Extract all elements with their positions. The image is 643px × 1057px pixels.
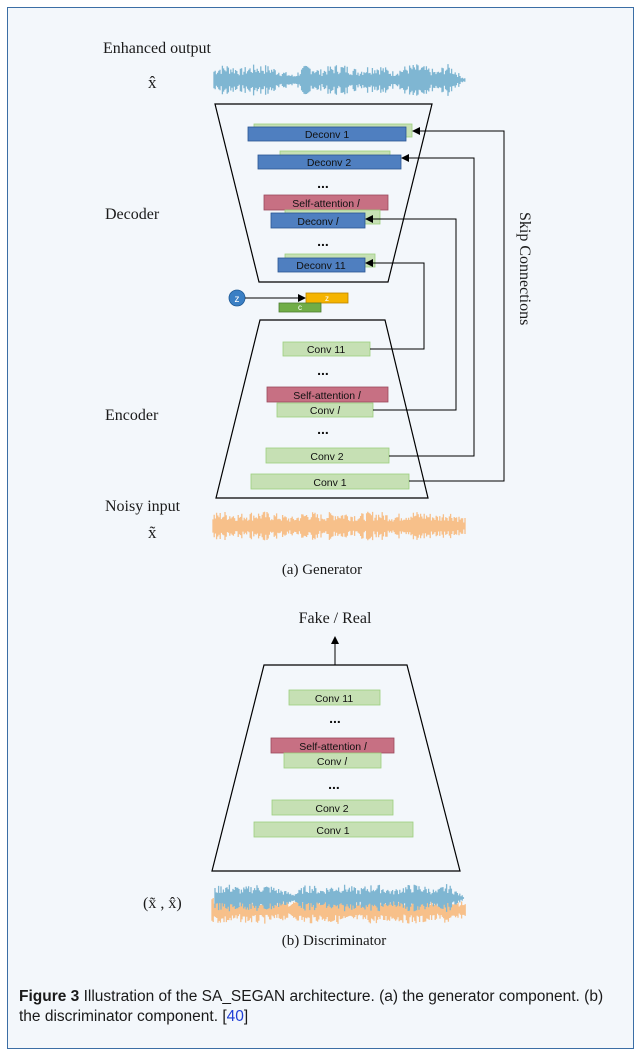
disc-clean-waveform [214, 884, 465, 912]
deconv-11-label: Deconv 11 [296, 260, 346, 272]
disc-input-label: (x̃ , x̂) [143, 895, 182, 912]
conv-11-block: Conv 11 [282, 341, 371, 357]
conv-1-label: Conv 1 [313, 477, 346, 489]
decoder-ellipsis-2: ... [317, 233, 329, 249]
disc-self-attention-block: Self-attention 𝑙 [270, 737, 395, 754]
figure-label: Figure 3 [19, 988, 80, 1005]
encoder-trapezoid [215, 319, 429, 499]
disc-conv-11-label: Conv 11 [315, 693, 353, 705]
waveform-trace [212, 511, 466, 541]
decoder-ellipsis-1: ... [317, 175, 329, 191]
disc-ellipsis-1: ... [329, 710, 341, 726]
disc-conv-l-block: Conv 𝑙 [283, 752, 382, 769]
figure-caption: Figure 3 Illustration of the SA_SEGAN ar… [19, 987, 624, 1027]
discriminator-trapezoid [211, 664, 461, 872]
deconv-1-label: Deconv 1 [305, 129, 350, 141]
latent-z-block: z [305, 292, 349, 304]
conv-l-block: Conv 𝑙 [276, 402, 374, 418]
latent-z-label: z [325, 294, 329, 303]
conv-1-block: Conv 1 [250, 473, 410, 490]
waveform-trace [214, 884, 465, 912]
enhanced-waveform [213, 64, 466, 96]
conv-2-block: Conv 2 [265, 447, 390, 464]
deconv-2-block: Deconv 2 [257, 150, 402, 170]
latent-c-block: c [278, 302, 322, 313]
skip-connection-1 [409, 127, 505, 482]
caption-text: Illustration of the SA_SEGAN architectur… [19, 988, 604, 1025]
conv-2-label: Conv 2 [310, 451, 343, 463]
disc-conv-2-label: Conv 2 [315, 803, 348, 815]
disc-conv-11-block: Conv 11 [288, 689, 381, 706]
fake-real-label: Fake / Real [299, 610, 372, 627]
noisy-waveform [212, 511, 466, 541]
encoder-ellipsis-1: ... [317, 362, 329, 378]
z-node-label: z [235, 294, 240, 305]
decoder-self-attention-block: Self-attention 𝑙 [263, 194, 389, 211]
deconv-11-block: Deconv 11 [277, 253, 376, 273]
skip-connections-label: Skip Connections [516, 212, 533, 325]
latent-c-label: c [298, 303, 302, 312]
citation-link[interactable]: 40 [226, 1008, 244, 1025]
generator-subcaption: (a) Generator [282, 562, 362, 578]
skip-connection-l [365, 215, 457, 411]
noisy-input-symbol: x̃ [148, 523, 157, 542]
conv-l-label: Conv 𝑙 [310, 405, 340, 417]
encoder-self-attention-block: Self-attention 𝑙 [266, 386, 389, 403]
deconv-2-label: Deconv 2 [307, 157, 352, 169]
discriminator-subcaption: (b) Discriminator [282, 933, 387, 949]
disc-conv-2-block: Conv 2 [271, 799, 394, 816]
skip-connection-11 [365, 259, 425, 350]
noisy-input-label: Noisy input [105, 498, 181, 515]
deconv-l-block: Deconv 𝑙 [270, 209, 381, 229]
encoder-ellipsis-2: ... [317, 421, 329, 437]
decoder-trapezoid [214, 103, 433, 283]
deconv-1-block: Deconv 1 [247, 123, 413, 142]
decoder-self-attention-label: Self-attention 𝑙 [292, 198, 360, 210]
enhanced-output-label: Enhanced output [103, 40, 212, 57]
disc-ellipsis-2: ... [328, 776, 340, 792]
conv-11-label: Conv 11 [307, 344, 345, 356]
encoder-label: Encoder [105, 407, 159, 424]
deconv-l-label: Deconv 𝑙 [297, 216, 339, 228]
caption-end: ] [243, 1008, 249, 1025]
encoder-self-attention-label: Self-attention 𝑙 [293, 390, 361, 402]
disc-self-attention-label: Self-attention 𝑙 [299, 741, 367, 753]
disc-conv-l-label: Conv 𝑙 [317, 756, 347, 768]
skip-connections [365, 127, 505, 482]
skip-connection-2 [389, 154, 475, 457]
disc-conv-1-block: Conv 1 [253, 821, 414, 838]
enhanced-output-symbol: x̂ [148, 73, 157, 92]
disc-conv-1-label: Conv 1 [316, 825, 349, 837]
decoder-label: Decoder [105, 206, 160, 223]
waveform-trace [213, 64, 466, 96]
